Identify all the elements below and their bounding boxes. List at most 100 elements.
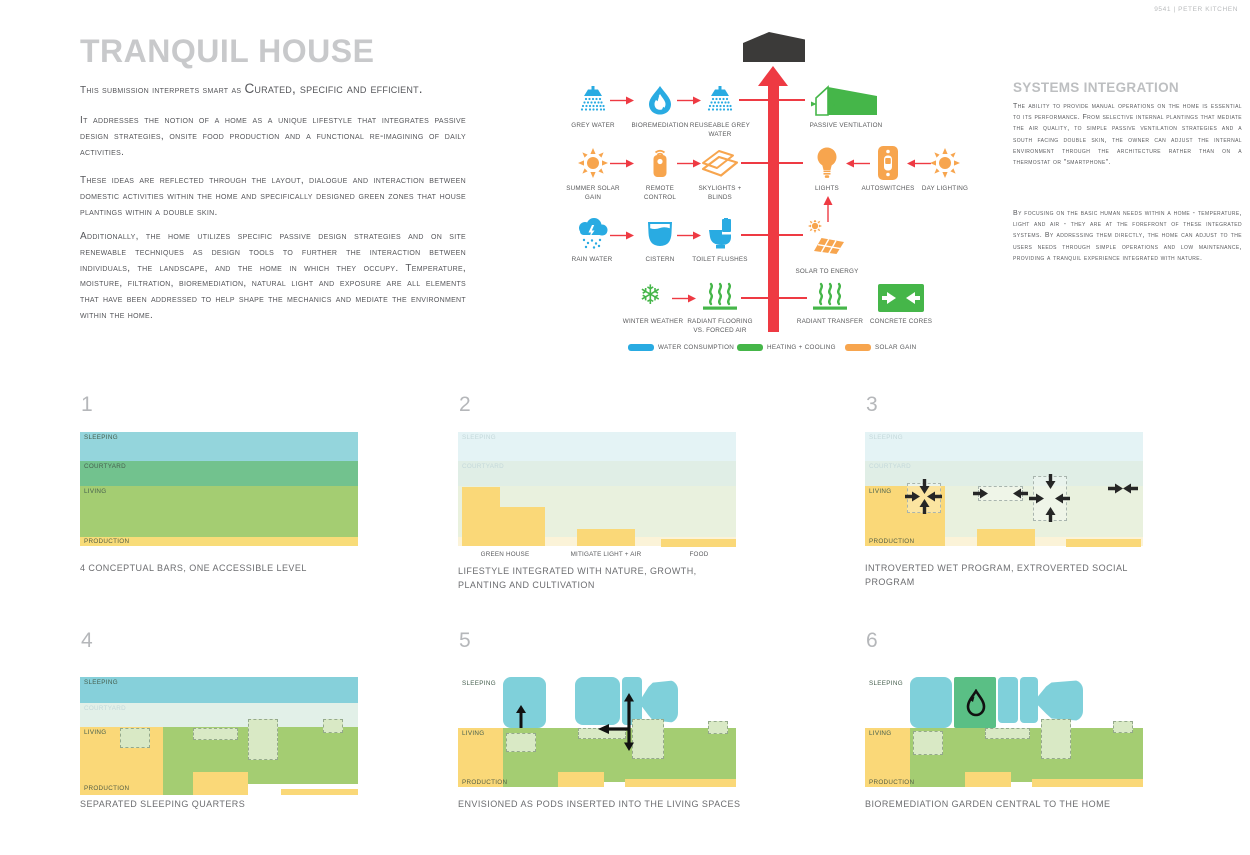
flow-label: GREY WATER (571, 122, 615, 129)
dashed-green-pod (985, 728, 1030, 739)
concept-panel-1: 1 SLEEPING COURTYARD LIVING PRODUCTION 4… (80, 393, 390, 622)
zone-label: SLEEPING (869, 680, 903, 687)
lead-large: Curated, specific and efficient. (244, 81, 423, 96)
yellow-block (193, 772, 248, 795)
flow-label: AUTOSWITCHES (861, 185, 915, 192)
legend-swatch-green (737, 344, 763, 351)
flow-label: WINTER WEATHER (622, 318, 684, 325)
sub-label: MITIGATE LIGHT + AIR (570, 551, 642, 558)
arrow-left-icon (846, 159, 870, 168)
sub-label: GREEN HOUSE (480, 551, 530, 558)
rain-cloud-icon (575, 218, 611, 250)
arrow-right-icon (677, 159, 701, 168)
zone-label: PRODUCTION (84, 538, 130, 545)
bar-courtyard-faded (80, 703, 358, 727)
panel-caption: BIOREMEDIATION GARDEN CENTRAL TO THE HOM… (865, 799, 1111, 809)
main-up-arrow-shaft (768, 84, 779, 332)
flow-label: CONCRETE CORES (869, 318, 933, 325)
zone-label: COURTYARD (84, 463, 126, 470)
converge-arrow-left-icon (1055, 493, 1070, 504)
converge-arrow-right-icon (1029, 493, 1044, 504)
living-green-tab (910, 782, 965, 787)
systems-heading: SYSTEMS INTEGRATION (1013, 80, 1179, 95)
zone-label: COURTYARD (869, 463, 911, 470)
flow-label: SKYLIGHTS + BLINDS (698, 185, 742, 201)
food-block (661, 539, 736, 547)
dashed-green-pod (1041, 719, 1071, 759)
lead-small: This submission interprets smart as (80, 85, 245, 96)
yellow-block (1032, 779, 1143, 787)
row3-line (741, 234, 803, 236)
solar-panel-icon (807, 220, 847, 254)
zone-label: PRODUCTION (869, 779, 915, 786)
converge-arrow-left-icon (927, 491, 942, 502)
panel-caption: ENVISIONED AS PODS INSERTED INTO THE LIV… (458, 799, 741, 809)
panel-number: 4 (81, 629, 93, 652)
shower-icon (578, 86, 608, 114)
credit-text: 9541 | PETER KITCHEN (1154, 6, 1238, 13)
page-title: TRANQUIL HOUSE (80, 33, 375, 69)
passive-ventilation-icon (811, 83, 881, 117)
arrow-right-icon (610, 159, 634, 168)
flow-label: RADIANT TRANSFER (796, 318, 864, 325)
panel-number: 6 (866, 629, 878, 652)
concrete-cores-icon (878, 284, 924, 312)
lightbulb-icon (814, 146, 840, 180)
panel-number: 5 (459, 629, 471, 652)
arrow-right-icon (677, 231, 701, 240)
zone-label: COURTYARD (462, 463, 504, 470)
yellow-block (281, 789, 358, 795)
autoswitch-icon (877, 145, 899, 181)
concept-panel-3: 3 SLEEPING COURTYARD LIVING PRODUCTION I… (865, 393, 1175, 622)
shower-icon (705, 86, 735, 114)
sleeping-pod (503, 677, 546, 728)
panel-caption: INTROVERTED WET PROGRAM, EXTROVERTED SOC… (865, 563, 1128, 587)
zone-label: LIVING (869, 488, 892, 495)
sun-icon (577, 147, 609, 179)
arrow-right-icon (672, 294, 696, 303)
dashed-green-pod (120, 728, 150, 748)
legend-item-heating: HEATING + COOLING (737, 344, 836, 351)
zone-label: LIVING (84, 488, 107, 495)
zone-label: COURTYARD (84, 705, 126, 712)
flow-label: CISTERN (645, 256, 675, 263)
dashed-green-pod (913, 731, 943, 755)
concept-panel-6: 6 SLEEPING LIVING PRODUCTION BIOREMEDIAT… (865, 629, 1175, 855)
bar-courtyard-faded (865, 461, 1143, 486)
zone-label: SLEEPING (462, 680, 496, 687)
dashed-green-pod (506, 733, 536, 752)
radiant-transfer-icon (810, 281, 850, 311)
bar-sleeping (80, 432, 358, 461)
main-up-arrow-head (758, 66, 788, 86)
zone-label: LIVING (869, 730, 892, 737)
snowflake-icon: ❄ (639, 280, 662, 311)
panel-number: 1 (81, 393, 93, 416)
sleeping-pod (1020, 677, 1038, 723)
insert-arrow-t-icon (598, 693, 636, 751)
legend-label: SOLAR GAIN (875, 344, 917, 351)
bar-sleeping-faded (458, 432, 736, 461)
zone-label: SLEEPING (869, 434, 903, 441)
sub-label: FOOD (689, 551, 709, 558)
dashed-green-pod (1113, 721, 1133, 733)
arrow-up-icon (823, 196, 833, 222)
flow-label: SUMMER SOLAR GAIN (566, 185, 620, 201)
concept-panel-4: 4 SLEEPING COURTYARD LIVING PRODUCTION S… (80, 629, 390, 855)
converge-arrow-left-icon (1013, 488, 1028, 499)
wet-program-block (1066, 539, 1141, 547)
bar-sleeping (80, 677, 358, 703)
yellow-block (965, 772, 1011, 787)
flow-label: RAIN WATER (571, 256, 613, 263)
bioremediation-garden-pod (954, 677, 996, 728)
sleeping-pod (575, 677, 620, 725)
flow-label: SOLAR TO ENERGY (795, 268, 859, 275)
skylight-icon (700, 148, 740, 178)
flow-label: PASSIVE VENTILATION (809, 122, 883, 129)
zone-label: SLEEPING (84, 434, 118, 441)
legend-label: HEATING + COOLING (767, 344, 836, 351)
arrow-right-icon (677, 96, 701, 105)
dashed-green-pod (708, 721, 728, 734)
bar-sleeping-faded (865, 432, 1143, 461)
systems-paragraph-1: The ability to provide manual operations… (1013, 103, 1242, 166)
yellow-block (558, 772, 604, 787)
